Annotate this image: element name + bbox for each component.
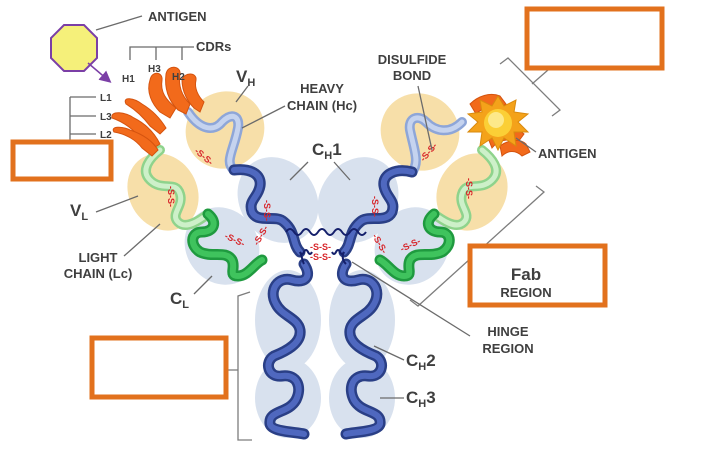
cdr-l2-label: L2 [100,130,112,141]
cl-leader [193,275,213,295]
cdr-heavy-bracket: CDRs H1 H3 H2 [122,39,231,85]
antigen-right-leader [515,137,537,153]
halo-vl-right [436,153,508,231]
disulfide-mark-vl-right: -S-S- [464,178,474,199]
disulfide-mark-ch1-right: -S-S- [370,196,380,217]
halo-vh-right [380,93,460,171]
vl-label: VL [70,201,88,223]
cdr-h2-label: H2 [172,72,185,83]
antigen-top-leader [95,15,143,31]
cdr-finger-icon [181,73,205,113]
cl-label: CL [170,289,189,311]
ch1-label: CH1 [312,140,342,162]
heavy-chain-label-line1: HEAVY [300,81,344,96]
cdr-finger-icon [165,66,191,115]
vl-leader [95,195,139,213]
cdr-h1-label: H1 [122,74,135,85]
antigen-star-icon [466,95,530,152]
answer-box-bottom-left[interactable] [89,335,229,400]
hinge-label-line1: HINGE [487,324,529,339]
heavy-chain-left [183,107,313,440]
ch3-label: CH3 [406,388,436,410]
antigen-octagon-icon [50,24,98,72]
light-chain-left [140,145,268,282]
fc-bracket [237,291,252,441]
heavy-chain-label-line2: CHAIN (Hc) [287,98,357,113]
cdr-light-bracket: L1 L3 L2 [69,93,112,150]
vh-label: VH [236,67,255,89]
heavy-chain-right [337,112,467,440]
disulfide-mark-hinge-1: -S-S- [310,242,331,252]
disulfide-mark-hinge-2: -S-S- [310,252,331,262]
hinge-label-line2: REGION [482,341,533,356]
antigen-arrow [87,62,112,83]
fab-label-line1: Fab [511,265,541,284]
light-chain-label-line2: CHAIN (Lc) [64,266,133,281]
fab-arm-bracket [499,57,561,117]
cdr-finger-icon [112,126,159,157]
halo-vh-left [185,91,265,169]
ch2-label: CH2 [406,351,436,373]
cdr-l1-label: L1 [100,93,112,104]
antigen-top-label: ANTIGEN [148,9,207,24]
hinge-leader [351,261,471,337]
light-chain-right [374,145,502,282]
fab-label-line2: REGION [500,285,551,300]
cdr-finger-icon [148,72,177,119]
cdr-h3-label: H3 [148,64,161,75]
vh-leader [235,85,249,103]
disulfide-label-line1: DISULFIDE [378,52,447,67]
disulfide-leader [417,85,433,151]
light-chain-leader [123,223,161,257]
cdr-fingers-left [111,66,205,157]
answer-box-fab[interactable] [467,243,608,308]
light-chain-label-line1: LIGHT [79,250,118,265]
ch2-leader [373,345,405,361]
cdrs-label: CDRs [196,39,231,54]
answer-box-left[interactable] [10,139,114,182]
hinge-strands [285,228,367,265]
cdr-l3-label: L3 [100,112,112,123]
heavy-chain-leader [241,105,286,129]
cdr-finger-icon [124,98,167,135]
cdr-fingers-right [466,93,531,158]
answer-box-top-right[interactable] [524,6,665,71]
antigen-right-label: ANTIGEN [538,146,597,161]
ch1-leaders [289,161,351,181]
disulfide-label-line2: BOND [393,68,431,83]
disulfide-mark-vl-left: -S-S- [166,186,176,207]
disulfide-mark-ch1-left: -S-S- [262,200,272,221]
